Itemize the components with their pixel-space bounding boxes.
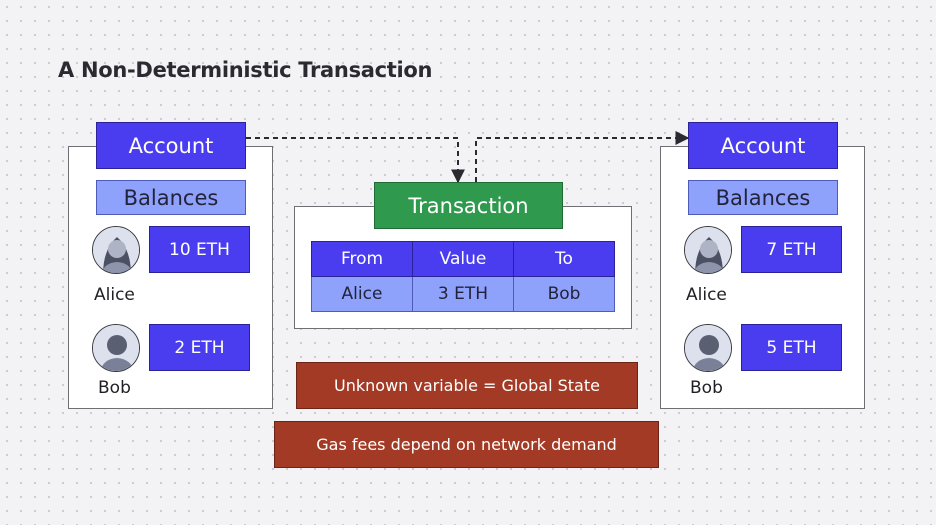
right-account-header: Account (688, 122, 838, 169)
transaction-header: Transaction (374, 182, 563, 229)
right-balances-label: Balances (688, 180, 838, 215)
cell-from: Alice (311, 276, 413, 312)
right-bob-name: Bob (690, 378, 723, 398)
column-from: From (311, 241, 413, 277)
transaction-data-row: Alice 3 ETH Bob (311, 276, 615, 312)
bob-avatar-icon (92, 324, 140, 372)
column-value: Value (412, 241, 514, 277)
left-bob-balance: 2 ETH (149, 324, 250, 371)
left-balances-label: Balances (96, 180, 246, 215)
gas-fees-note: Gas fees depend on network demand (274, 421, 659, 468)
left-to-transaction-arrow (246, 137, 465, 184)
transaction-table: From Value To Alice 3 ETH Bob (311, 241, 615, 312)
left-alice-name: Alice (94, 285, 135, 305)
right-alice-balance: 7 ETH (741, 226, 842, 273)
right-alice-name: Alice (686, 285, 727, 305)
cell-to: Bob (513, 276, 615, 312)
diagram-title: A Non-Deterministic Transaction (58, 58, 433, 82)
right-bob-balance: 5 ETH (741, 324, 842, 371)
transaction-to-right-arrow (475, 131, 690, 182)
left-bob-name: Bob (98, 378, 131, 398)
left-alice-balance: 10 ETH (149, 226, 250, 273)
alice-avatar-icon (684, 226, 732, 274)
column-to: To (513, 241, 615, 277)
global-state-note: Unknown variable = Global State (296, 362, 638, 409)
left-account-header: Account (96, 122, 246, 169)
cell-value: 3 ETH (412, 276, 514, 312)
transaction-header-row: From Value To (311, 241, 615, 277)
alice-avatar-icon (92, 226, 140, 274)
bob-avatar-icon (684, 324, 732, 372)
